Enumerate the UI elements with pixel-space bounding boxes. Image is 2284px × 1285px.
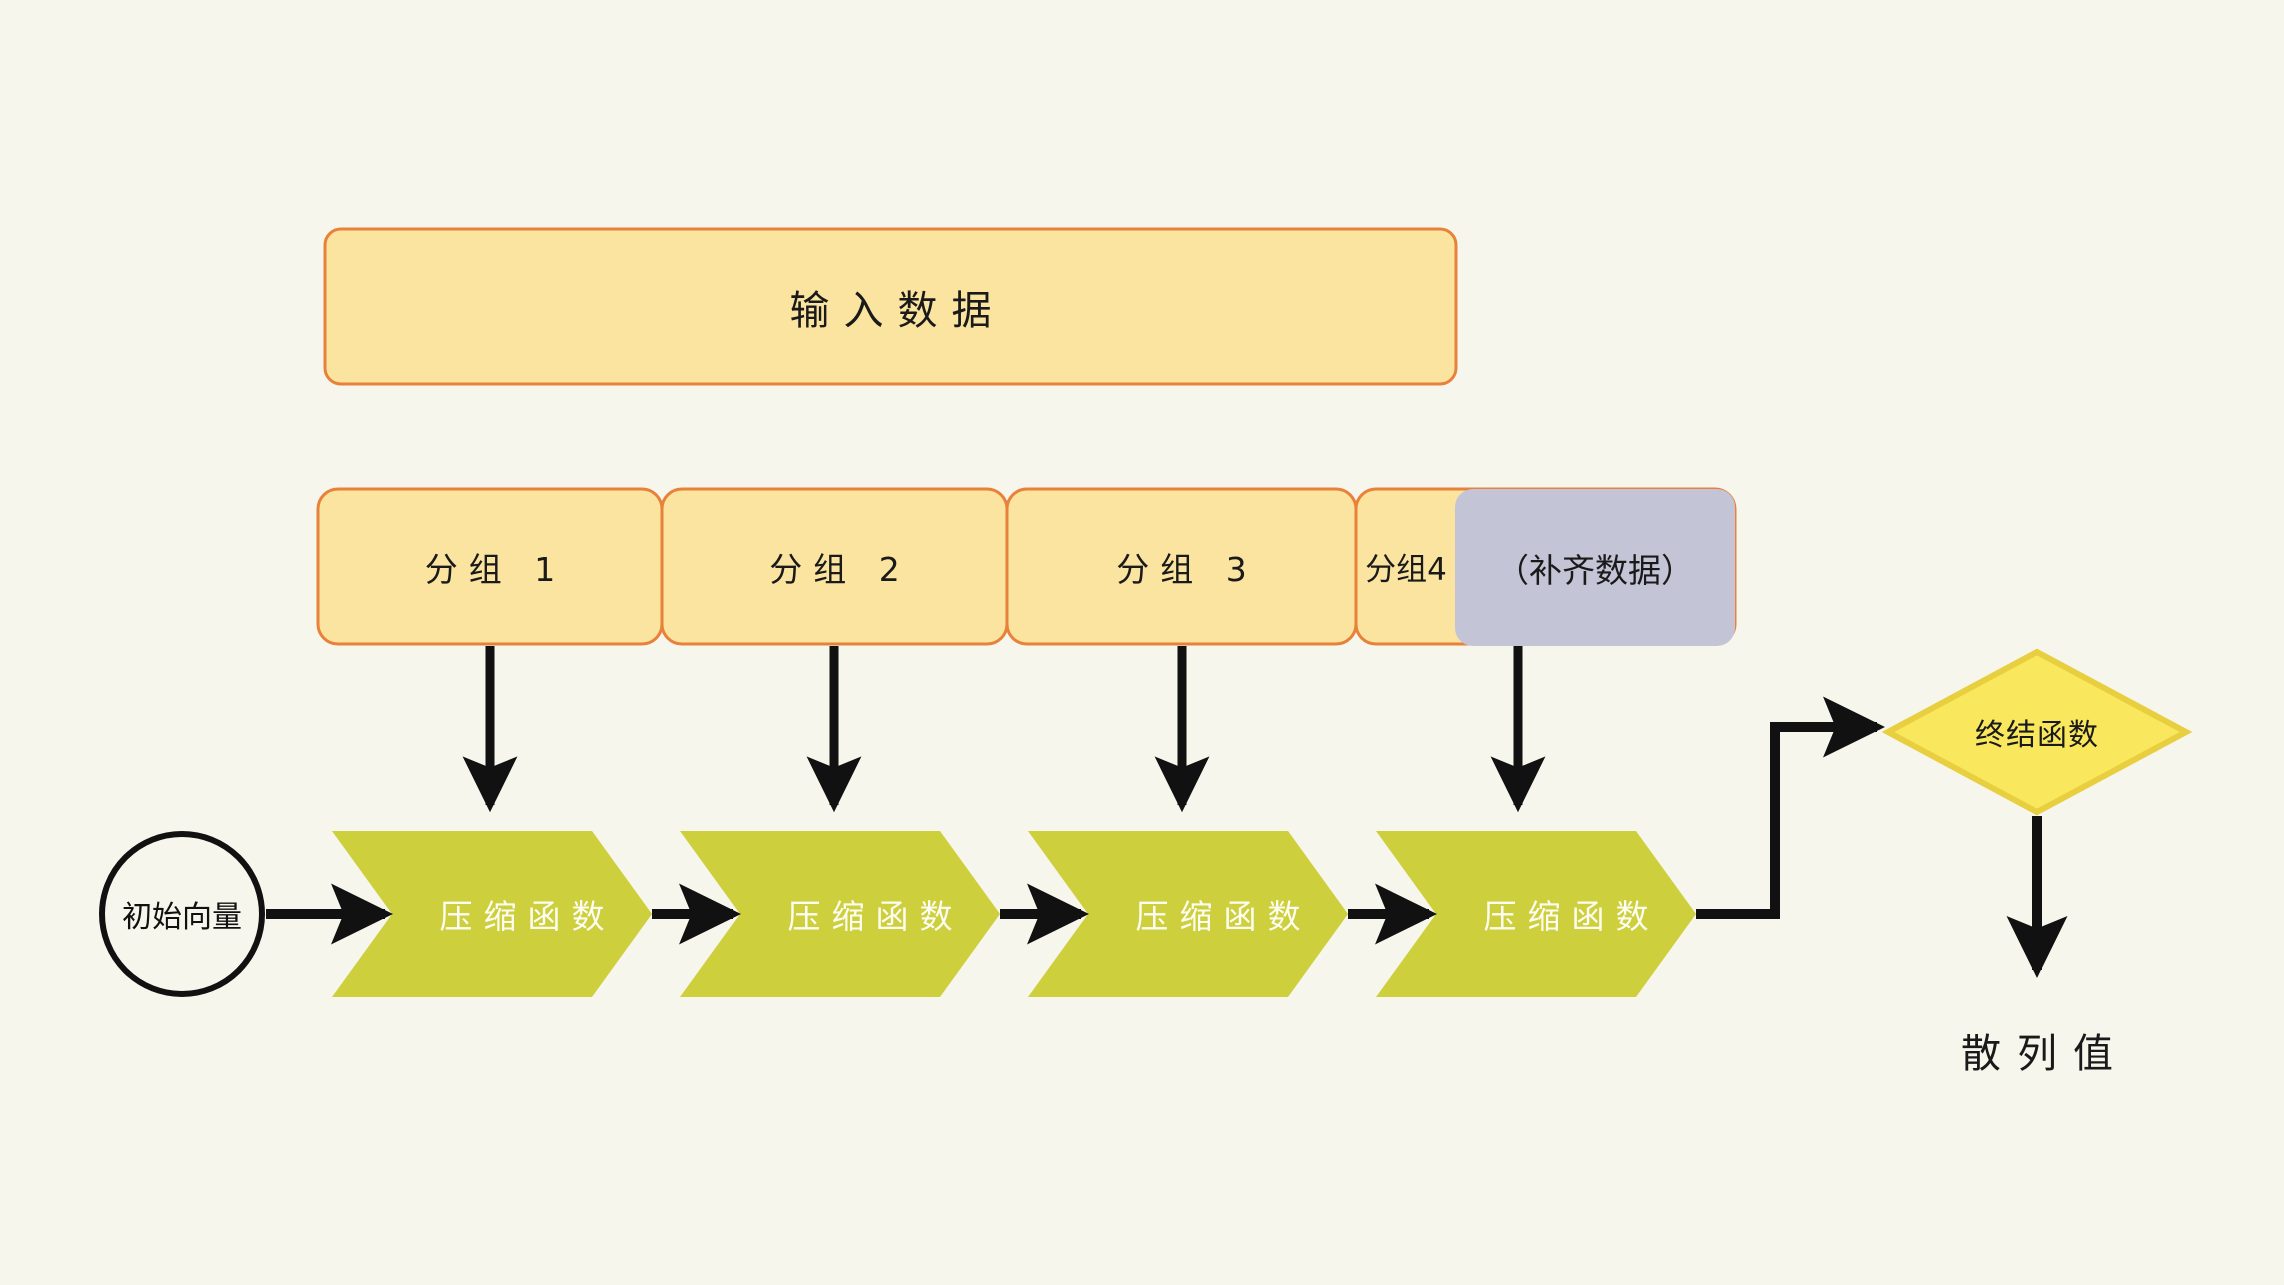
compression-chevron-1[interactable] bbox=[332, 831, 652, 997]
compression-label-2: 压缩函数 bbox=[787, 897, 964, 936]
initial-vector-circle[interactable] bbox=[99, 831, 265, 997]
compression-chevron-3[interactable] bbox=[1028, 831, 1348, 997]
compression-chevron-4[interactable] bbox=[1376, 831, 1696, 997]
finalization-label: 终结函数 bbox=[1975, 718, 2099, 753]
padding-data-block[interactable] bbox=[1455, 489, 1735, 646]
finalization-diamond[interactable] bbox=[1881, 648, 2193, 816]
group-label-3: 分组 3 bbox=[1116, 549, 1258, 589]
group-label-2: 分组 2 bbox=[769, 549, 911, 589]
compression-chevron-2[interactable] bbox=[680, 831, 1000, 997]
initial-vector-label: 初始向量 bbox=[122, 900, 242, 935]
compression-label-3: 压缩函数 bbox=[1135, 897, 1312, 936]
input-data-label: 输入数据 bbox=[789, 287, 1006, 334]
input-data-block[interactable] bbox=[323, 227, 1458, 386]
group-label-1: 分组 1 bbox=[424, 549, 567, 589]
padding-data-label: （补齐数据） bbox=[1496, 550, 1694, 590]
group-label-4: 分组4 bbox=[1365, 552, 1447, 588]
arrow-cf4-to-finalization bbox=[1696, 696, 1885, 919]
compression-label-4: 压缩函数 bbox=[1483, 897, 1660, 936]
compression-label-1: 压缩函数 bbox=[439, 897, 616, 936]
hash-value-label: 散列值 bbox=[1961, 1031, 2129, 1077]
